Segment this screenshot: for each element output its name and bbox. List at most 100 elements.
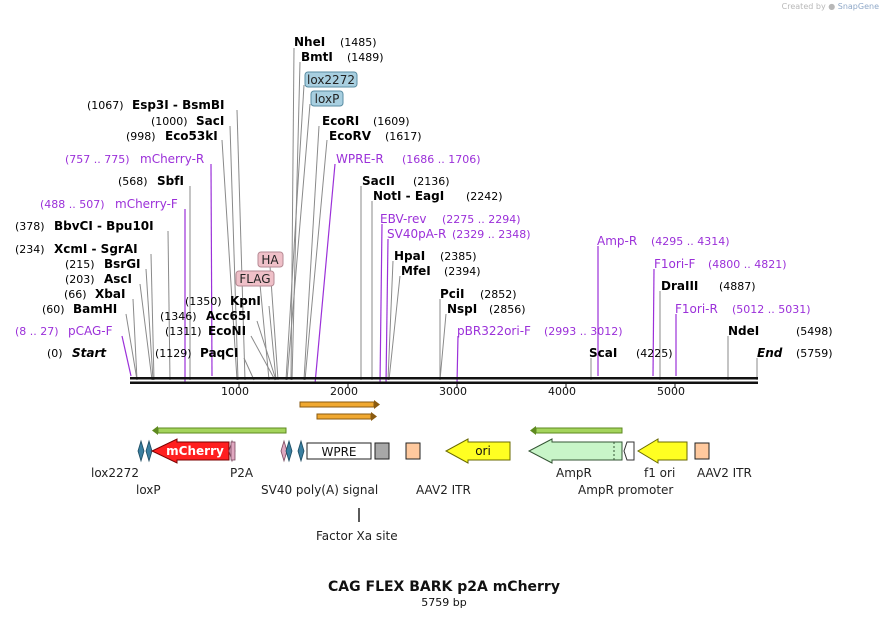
enzyme-paqci-pos: (1129) xyxy=(155,347,192,360)
orf-4 xyxy=(535,427,623,434)
enzyme-acc65i: Acc65I xyxy=(206,309,251,323)
enzyme-hpai-pos: (2385) xyxy=(440,250,477,263)
primer-pcag-f-range: (8 .. 27) xyxy=(15,325,59,338)
orf-3 xyxy=(157,427,287,434)
enzyme-labels-left: (1067) Esp3I - BsmBI (1000) SacI (998) E… xyxy=(15,98,261,360)
tag-loxp-box xyxy=(310,90,344,107)
feature-track: mCherry WPRE ori xyxy=(137,438,710,464)
enzyme-bsrgi: BsrGI xyxy=(104,257,141,271)
ampr-promoter-feature xyxy=(623,441,635,461)
label-ampr-promoter: AmpR promoter xyxy=(578,483,673,497)
label-factor-xa: Factor Xa site xyxy=(316,529,398,543)
enzyme-mfei-pos: (2394) xyxy=(444,265,481,278)
label-aav2-itr-2: AAV2 ITR xyxy=(697,466,752,480)
primer-f1ori-f: F1ori-F xyxy=(654,257,695,271)
enzyme-ecorv: EcoRV xyxy=(329,129,372,143)
ruler-tick-4000: 4000 xyxy=(548,385,576,398)
label-loxp: loxP xyxy=(136,483,161,497)
enzyme-eco53ki-pos: (998) xyxy=(126,130,156,143)
enzyme-bbvci-pos: (378) xyxy=(15,220,45,233)
enzyme-bamhi-pos: (60) xyxy=(42,303,65,316)
label-sv40-polya: SV40 poly(A) signal xyxy=(261,483,378,497)
primer-sv40pa-r-range: (2329 .. 2348) xyxy=(452,228,531,241)
primer-ebv-rev-range: (2275 .. 2294) xyxy=(442,213,521,226)
enzyme-ecori: EcoRI xyxy=(322,114,359,128)
tag-lox2272: lox2272 xyxy=(307,73,355,87)
orf-3-arrow-icon xyxy=(152,426,158,435)
lox2272-feature-icon xyxy=(137,439,145,463)
enzyme-hpai: HpaI xyxy=(394,249,425,263)
enzyme-ecorv-pos: (1617) xyxy=(385,130,422,143)
credit-brand: SnapGene xyxy=(837,2,879,11)
primer-ebv-rev: EBV-rev xyxy=(380,212,426,226)
tag-lox2272-box xyxy=(304,71,358,88)
orf-1-arrow-icon xyxy=(374,400,380,409)
credit-prefix: Created by xyxy=(781,2,826,11)
enzyme-ndei: NdeI xyxy=(728,324,759,338)
ruler-tick-3000: 3000 xyxy=(439,385,467,398)
ruler-line-top xyxy=(130,377,758,380)
primer-mcherry-r: mCherry-R xyxy=(140,152,204,166)
enzyme-bmti-pos: (1489) xyxy=(347,51,384,64)
enzyme-noti-pos: (2242) xyxy=(466,190,503,203)
enzyme-noti-eagi: NotI - EagI xyxy=(373,189,444,203)
label-p2a: P2A xyxy=(230,466,254,480)
enzyme-nspi: NspI xyxy=(447,302,477,316)
wpre-label: WPRE xyxy=(321,445,356,459)
wpre-feature xyxy=(306,442,372,460)
tag-boxes: lox2272 loxP HA FLAG xyxy=(235,71,358,287)
sequence-ruler: 1000 2000 3000 4000 5000 xyxy=(130,377,758,398)
seq-end-pos: (5759) xyxy=(796,347,833,360)
map-subtitle: 5759 bp xyxy=(421,596,466,609)
enzyme-sbfi-pos: (568) xyxy=(118,175,148,188)
mcherry-label: mCherry xyxy=(166,444,224,458)
enzyme-scai-pos: (4225) xyxy=(636,347,673,360)
enzyme-ndei-pos: (5498) xyxy=(796,325,833,338)
enzyme-saci: SacI xyxy=(196,114,224,128)
enzyme-bsrgi-pos: (215) xyxy=(65,258,95,271)
loxp-feature-icon xyxy=(145,439,153,463)
enzyme-kpni: KpnI xyxy=(230,294,261,308)
primer-f1ori-f-range: (4800 .. 4821) xyxy=(708,258,787,271)
enzyme-ecori-pos: (1609) xyxy=(373,115,410,128)
primer-pcag-f: pCAG-F xyxy=(68,324,113,338)
label-ampr: AmpR xyxy=(556,466,592,480)
enzyme-xbai: XbaI xyxy=(95,287,125,301)
enzyme-acc65i-pos: (1346) xyxy=(160,310,197,323)
tag-flag: FLAG xyxy=(239,272,270,286)
enzyme-xcmi-pos: (234) xyxy=(15,243,45,256)
orf-2 xyxy=(316,413,372,420)
p2a-feature xyxy=(230,441,236,461)
snapgene-logo-icon: ● xyxy=(828,2,836,11)
orf-2-arrow-icon xyxy=(371,412,377,421)
seq-end: End xyxy=(757,346,783,360)
enzyme-econi-pos: (1311) xyxy=(165,325,202,338)
enzyme-eco53ki: Eco53kI xyxy=(165,129,218,143)
enzyme-nhei-pos: (1485) xyxy=(340,36,377,49)
orf-1 xyxy=(299,401,375,408)
snapgene-credit: Created by ● SnapGene xyxy=(782,2,879,11)
primer-f1ori-r-range: (5012 .. 5031) xyxy=(732,303,811,316)
ori-feature xyxy=(444,438,511,464)
leader-lines xyxy=(125,47,758,381)
seq-start: Start xyxy=(72,346,107,360)
primer-leaders xyxy=(121,163,677,385)
f1-ori-feature xyxy=(637,438,688,464)
tag-ha-box xyxy=(257,251,284,268)
primer-wpre-r: WPRE-R xyxy=(336,152,384,166)
primer-pbr322ori-f-range: (2993 .. 3012) xyxy=(544,325,623,338)
orf-4-arrow-icon xyxy=(530,426,536,435)
enzyme-esp3i-bsmbi: Esp3I - BsmBI xyxy=(132,98,224,112)
enzyme-kpni-pos: (1350) xyxy=(185,295,222,308)
enzyme-asci: AscI xyxy=(104,272,132,286)
enzyme-xbai-pos: (66) xyxy=(64,288,87,301)
tag-loxp: loxP xyxy=(315,92,340,106)
enzyme-bbvci-bpu10i: BbvCI - Bpu10I xyxy=(54,219,154,233)
enzyme-labels-right: NheI (1485) BmtI (1489) EcoRI (1609) Eco… xyxy=(294,35,833,360)
primer-sv40pa-r: SV40pA-R xyxy=(387,227,446,241)
enzyme-bamhi: BamHI xyxy=(73,302,117,316)
sv40-polya-feature xyxy=(374,442,390,460)
enzyme-draiii: DraIII xyxy=(661,279,698,293)
mcherry-feature xyxy=(150,438,230,464)
